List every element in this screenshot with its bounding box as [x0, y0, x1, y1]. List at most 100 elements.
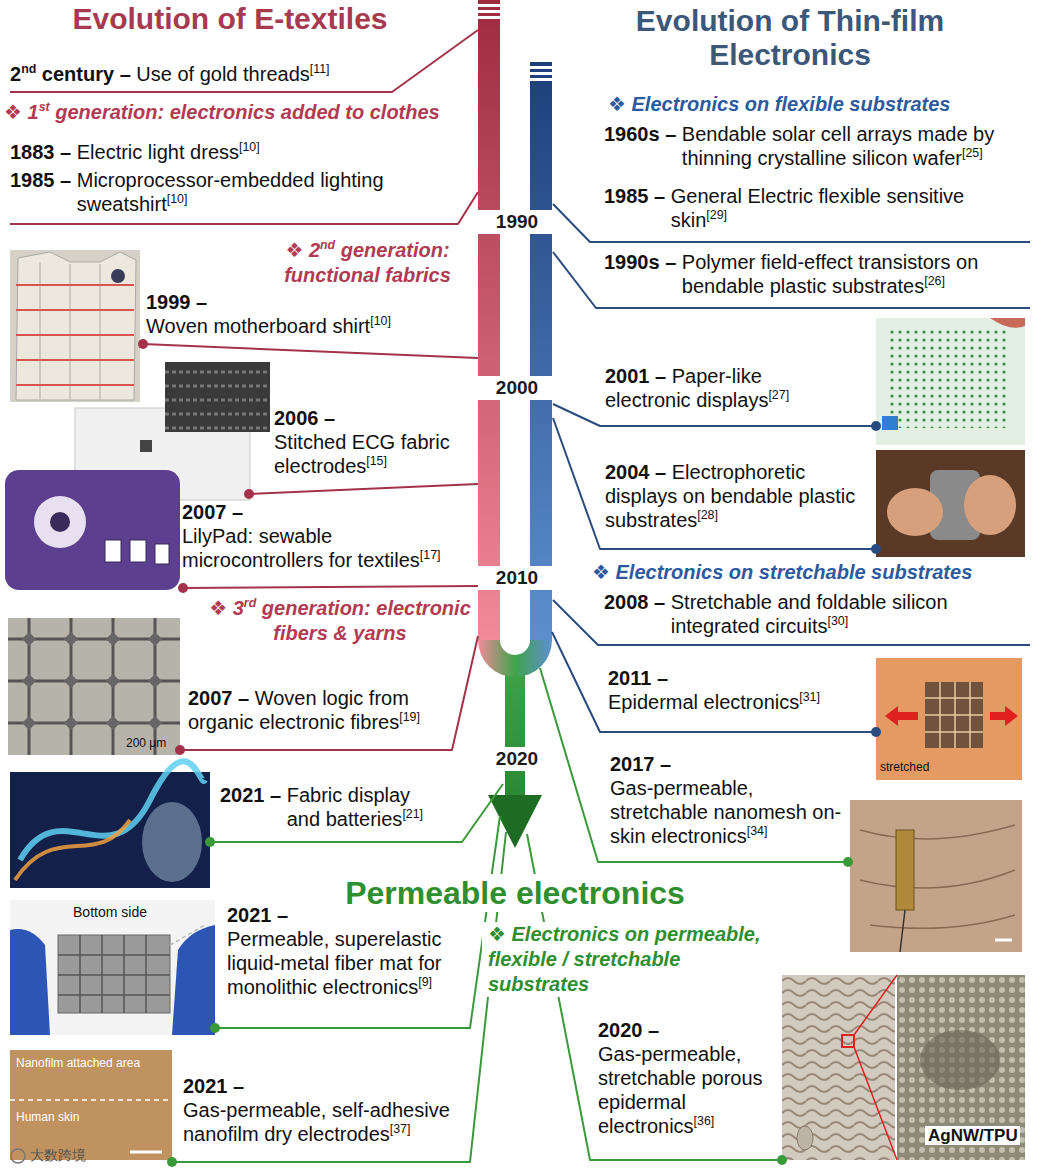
timeline-entry: 2017 – Gas-permeable, stretchable nanome…: [610, 752, 845, 848]
lilypad-module: [155, 544, 169, 564]
leader-dot: [871, 421, 881, 431]
year-prefix: 2021 –: [220, 784, 287, 806]
year-prefix: 2008 –: [604, 591, 671, 613]
zoom-line: [854, 975, 897, 1160]
entry-description: Stitched ECG fabric electrodes[15]: [274, 431, 450, 477]
year-marker: 2000: [487, 376, 547, 400]
agnw-pores: [897, 975, 1025, 1160]
text-run: 1985 –: [10, 169, 77, 191]
entry-description: LilyPad: sewable microcontrollers for te…: [182, 525, 441, 571]
lilypad-module: [105, 540, 121, 562]
wire: [900, 910, 905, 952]
text-run: ❖: [4, 101, 28, 123]
text-run: 大数跨境: [30, 1147, 86, 1163]
year-prefix: 2017 –: [610, 752, 845, 776]
leader-line: [210, 784, 503, 842]
text-run: 2010: [496, 567, 538, 588]
lilypad-module: [130, 540, 146, 562]
year-prefix: 2011 –: [608, 666, 868, 690]
text-run: ❖: [209, 597, 233, 619]
text-run: ❖ Electronics on flexible substrates: [608, 93, 950, 115]
bar-stripe: [530, 66, 552, 69]
timeline-entry: 1960s – Bendable solar cell arrays made …: [604, 122, 1014, 170]
leader-dot: [871, 727, 881, 737]
ecg-stitch: [165, 372, 270, 428]
reference-number: [28]: [697, 508, 718, 522]
shirt-weave: [40, 262, 100, 400]
leader-line: [215, 816, 500, 1028]
year-prefix: 2021 –: [183, 1074, 473, 1098]
entry-description: Fabric display and batteries[21]: [287, 784, 423, 830]
reference-number: [17]: [420, 548, 441, 562]
entry-description: Woven motherboard shirt[10]: [146, 315, 391, 337]
text-run: 1999 –: [146, 291, 207, 313]
skin-crease: [860, 825, 1015, 928]
reference-number: [19]: [399, 710, 420, 724]
text-run: Bottom side: [73, 904, 147, 920]
era-heading: Permeable electronics: [325, 874, 705, 912]
leader-dot: [210, 1023, 220, 1033]
lilypad-board: [34, 496, 86, 548]
text-run: Gas-permeable, self-adhesive nanofilm dr…: [183, 1099, 450, 1145]
epidermal-photo: [876, 658, 1022, 780]
shirt-optical-fibre: [16, 285, 134, 385]
ordinal-suffix: rd: [244, 596, 256, 610]
glove: [172, 925, 215, 1035]
photo-label: 200 μm: [126, 736, 178, 750]
reference-number: [10]: [167, 192, 188, 206]
agnw-texture: [920, 1030, 1000, 1090]
text-run: Bendable solar cell arrays made by thinn…: [682, 123, 994, 169]
text-run: Nanofilm attached area: [16, 1056, 140, 1070]
text-run: LilyPad: sewable microcontrollers for te…: [182, 525, 420, 571]
text-run: Epidermal electronics: [608, 691, 799, 713]
text-run: Electric light dress: [77, 141, 239, 163]
timeline-entry: 2021 – Fabric display and batteries[21]: [220, 783, 445, 831]
text-run: 1883 –: [10, 141, 77, 163]
display-inset: [882, 416, 898, 430]
timeline-entry: 1985 – General Electric flexible sensiti…: [604, 184, 1014, 232]
photo-label: Human skin: [16, 1110, 116, 1124]
bar-stripe: [530, 72, 552, 75]
leader-line: [180, 636, 478, 750]
woven-logic-photo: [8, 618, 180, 755]
leader-line: [249, 484, 478, 494]
year-prefix: 2020 –: [598, 1018, 778, 1042]
leader-line: [183, 586, 478, 588]
text-run: 2017 –: [610, 753, 671, 775]
reference-number: [21]: [402, 807, 423, 821]
year-prefix: 2001 –: [605, 365, 672, 387]
year-prefix: 2004 –: [605, 461, 672, 483]
entry-description: Bendable solar cell arrays made by thinn…: [682, 123, 994, 169]
text-run: 2006 –: [274, 407, 335, 429]
entry-description: Polymer field-effect transistors on bend…: [682, 251, 978, 297]
liquid-metal-mesh: [58, 935, 170, 1013]
thinfilm-timeline-bar: [530, 62, 552, 641]
text-run: 2021 –: [183, 1075, 244, 1097]
electrode-pad: [797, 1126, 813, 1150]
bar-stripe: [478, 4, 500, 7]
lilypad-photo: [5, 470, 180, 590]
reference-number: [9]: [418, 975, 432, 989]
text-run: Permeable electronics: [345, 875, 685, 911]
nanofilm-photo: [10, 1050, 172, 1160]
text-run: 2008 –: [604, 591, 671, 613]
timeline-entry: 2007 – LilyPad: sewable microcontrollers…: [182, 500, 467, 572]
scale-bar: [130, 1151, 162, 1154]
display-fabric: [15, 820, 130, 880]
text-run: 2011 –: [608, 667, 668, 689]
reference-number: [30]: [827, 614, 848, 628]
timeline-entry: 2021 – Gas-permeable, self-adhesive nano…: [183, 1074, 473, 1146]
ordinal-suffix: nd: [320, 238, 335, 252]
generation-heading: ❖ Electronics on stretchable substrates: [592, 560, 1032, 585]
timeline-entry: 2011 – Epidermal electronics[31]: [608, 666, 868, 714]
year-patch: [474, 376, 558, 400]
timeline-entry: 2021 – Permeable, superelastic liquid-me…: [227, 903, 472, 999]
porous-epidermal-photo: [782, 975, 895, 1160]
reference-number: [37]: [390, 1122, 411, 1136]
timeline-entry: 1999 – Woven motherboard shirt[10]: [146, 290, 466, 338]
year-prefix: 1999 –: [146, 290, 466, 314]
finger: [990, 318, 1025, 328]
entry-description: Electric light dress[10]: [77, 141, 260, 163]
ordinal-suffix: st: [39, 100, 50, 114]
entry-description: Microprocessor-embedded lighting sweatsh…: [77, 169, 384, 215]
